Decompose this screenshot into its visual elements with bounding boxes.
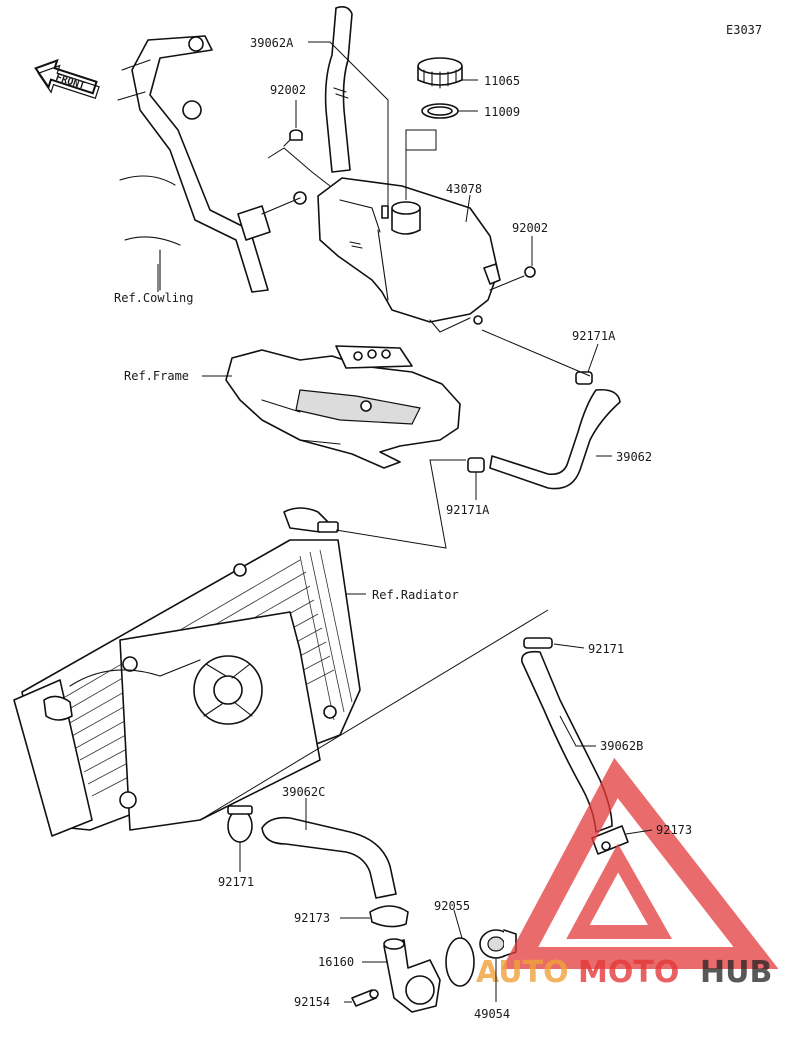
label-thermostat-49054: 49054: [474, 1007, 510, 1021]
label-ref-frame: Ref.Frame: [124, 369, 189, 383]
label-ref-cowling: Ref.Cowling: [114, 291, 193, 305]
watermark-auto: AUTO: [476, 955, 569, 990]
front-arrow-icon: FRONT: [34, 58, 100, 99]
leader-lines: [157, 41, 653, 1003]
label-hose-39062a: 39062A: [250, 36, 294, 50]
watermark-hub: HUB: [700, 955, 772, 990]
label-reservoir-43078: 43078: [446, 182, 482, 196]
label-hose-39062c: 39062C: [282, 785, 325, 799]
label-cap-11065: 11065: [484, 74, 520, 88]
label-clamp-92173-left: 92173: [294, 911, 330, 925]
label-clamp-92173-right: 92173: [656, 823, 692, 837]
label-clamp-92171-lower: 92171: [218, 875, 254, 889]
watermark-logo: [501, 757, 779, 969]
watermark-moto: MOTO: [578, 955, 679, 990]
label-bolt-92154: 92154: [294, 995, 330, 1009]
label-clamp-92171a-lower: 92171A: [446, 503, 490, 517]
thermostat-housing: [383, 938, 441, 1013]
clamp-92173-right: [591, 825, 629, 855]
frame-bracket: [225, 345, 461, 469]
label-hose-39062: 39062: [616, 450, 652, 464]
label-oring-92055: 92055: [434, 899, 470, 913]
bolt-92002-upper: [283, 129, 303, 147]
radiator: [13, 507, 361, 837]
part-labels: 39062A 92002 11065 11009 43078 92002 921…: [114, 36, 692, 1021]
label-housing-16160: 16160: [318, 955, 354, 969]
cap-gasket: [421, 103, 459, 119]
diagram-code: E3037: [726, 23, 762, 37]
hose-39062: [467, 371, 621, 490]
clamp-92173-left: [369, 905, 409, 928]
label-bolt-92002-right: 92002: [512, 221, 548, 235]
label-hose-39062b: 39062B: [600, 739, 643, 753]
coolant-reservoir: [317, 177, 536, 333]
label-clamp-92171: 92171: [588, 642, 624, 656]
label-clamp-92171a-upper: 92171A: [572, 329, 616, 343]
label-ref-radiator: Ref.Radiator: [372, 588, 459, 602]
oring-92055: [445, 937, 475, 987]
label-bolt-92002-upper: 92002: [270, 83, 306, 97]
cowling-bracket: [117, 35, 307, 293]
label-gasket-11009: 11009: [484, 105, 520, 119]
bolt-92154: [351, 989, 379, 1007]
hose-39062a: [324, 6, 353, 173]
reservoir-cap: [417, 57, 463, 89]
